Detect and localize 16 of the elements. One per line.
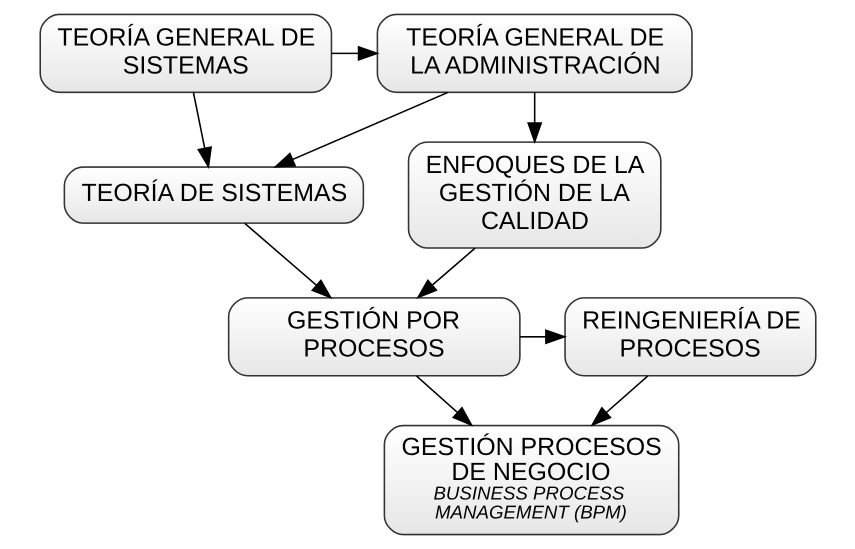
arrow [416, 248, 475, 299]
node-box: GESTIÓN PROCESOS DE NEGOCIO BUSINESS PROCESS MANAGEMENT (BPM) [383, 424, 679, 536]
node-box: ENFOQUES DE LA GESTIÓN DE LA CALIDAD [407, 141, 662, 249]
node-box: TEORÍA GENERAL DE LA ADMINISTRACIÓN [376, 14, 692, 94]
arrow [415, 375, 473, 427]
node-box: TEORÍA GENERAL DE SISTEMAS [38, 14, 332, 94]
arrow [192, 92, 212, 169]
arrow [590, 375, 648, 427]
arrow [526, 92, 542, 144]
node-box: TEORÍA DE SISTEMAS [63, 166, 364, 224]
arrow [244, 222, 332, 300]
arrow [272, 92, 448, 168]
arrow [520, 329, 566, 344]
arrow [331, 46, 380, 61]
node-box: REINGENIERÍA DE PROCESOS [564, 297, 816, 376]
node-box: GESTIÓN POR PROCESOS [227, 297, 520, 376]
